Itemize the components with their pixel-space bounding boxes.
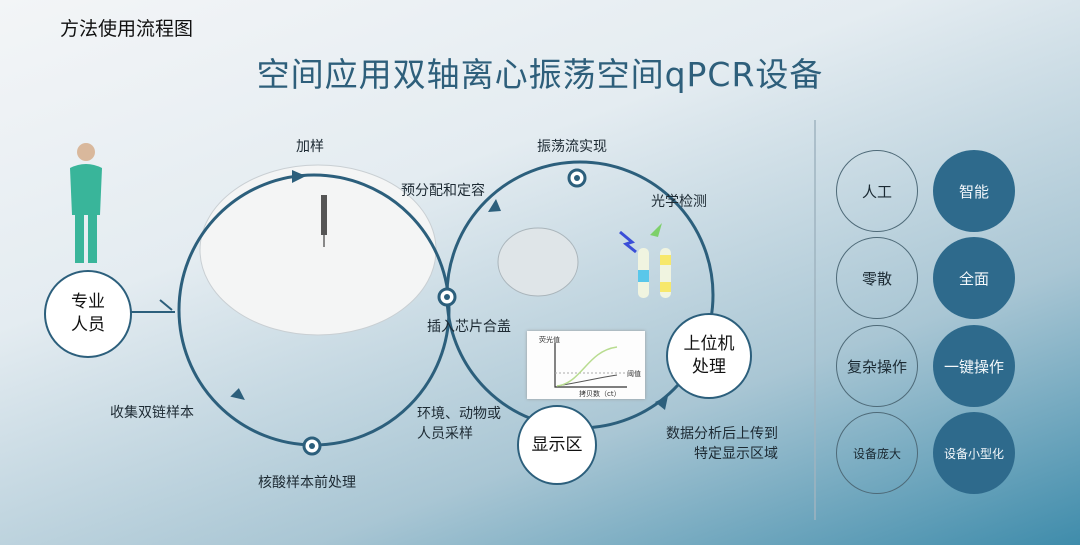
node-operator: 专业 人员 bbox=[44, 270, 132, 358]
node-host-processing: 上位机 处理 bbox=[666, 313, 752, 399]
label-pre-dispense: 预分配和定容 bbox=[401, 183, 485, 199]
label-pretreat: 核酸样本前处理 bbox=[258, 475, 356, 491]
label-upload: 数据分析后上传到 特定显示区域 bbox=[666, 426, 778, 462]
tubes-icon bbox=[619, 223, 671, 298]
compare-old-1: 人工 bbox=[836, 150, 918, 232]
compare-new-4: 设备小型化 bbox=[933, 412, 1015, 494]
label-sampling: 环境、动物或 人员采样 bbox=[417, 406, 501, 442]
mini-amplification-chart: 荧光值 阈值 拷贝数（ct） bbox=[527, 331, 645, 399]
compare-old-3: 复杂操作 bbox=[836, 325, 918, 407]
chart-xlabel: 拷贝数（ct） bbox=[579, 390, 621, 398]
label-oscillation: 振荡流实现 bbox=[537, 139, 607, 155]
compare-new-1: 智能 bbox=[933, 150, 1015, 232]
connector bbox=[130, 299, 175, 313]
label-collect: 收集双链样本 bbox=[110, 405, 194, 421]
chart-threshold-label: 阈值 bbox=[627, 370, 641, 378]
page-title: 空间应用双轴离心振荡空间qPCR设备 bbox=[256, 55, 824, 94]
label-optical-detection: 光学检测 bbox=[651, 194, 707, 210]
label-insert-chip: 插入芯片合盖 bbox=[427, 319, 511, 335]
chip-image bbox=[497, 227, 579, 297]
compare-old-4: 设备庞大 bbox=[836, 412, 918, 494]
node-display-area: 显示区 bbox=[517, 405, 597, 485]
step-marker-icons bbox=[302, 168, 587, 456]
corner-label: 方法使用流程图 bbox=[60, 18, 194, 40]
chart-ylabel: 荧光值 bbox=[539, 336, 560, 344]
person-icon bbox=[70, 143, 102, 263]
pipette-icon bbox=[321, 195, 327, 247]
compare-old-2: 零散 bbox=[836, 237, 918, 319]
compare-new-3: 一键操作 bbox=[933, 325, 1015, 407]
label-add-sample: 加样 bbox=[296, 139, 324, 155]
compare-new-2: 全面 bbox=[933, 237, 1015, 319]
arrow-icons bbox=[230, 170, 668, 410]
